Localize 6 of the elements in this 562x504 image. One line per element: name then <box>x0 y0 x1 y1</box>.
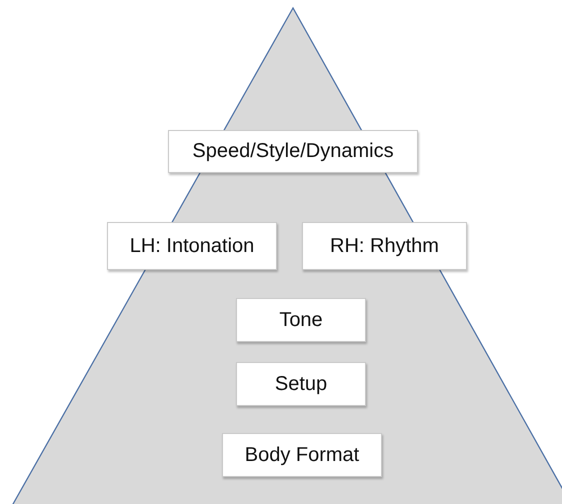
level-box: Body Format <box>222 433 382 477</box>
level-box: Tone <box>236 298 366 342</box>
level-box: Setup <box>236 362 366 406</box>
level-box: Speed/Style/Dynamics <box>168 130 418 173</box>
level-box: RH: Rhythm <box>302 222 467 270</box>
level-box: LH: Intonation <box>107 222 277 270</box>
